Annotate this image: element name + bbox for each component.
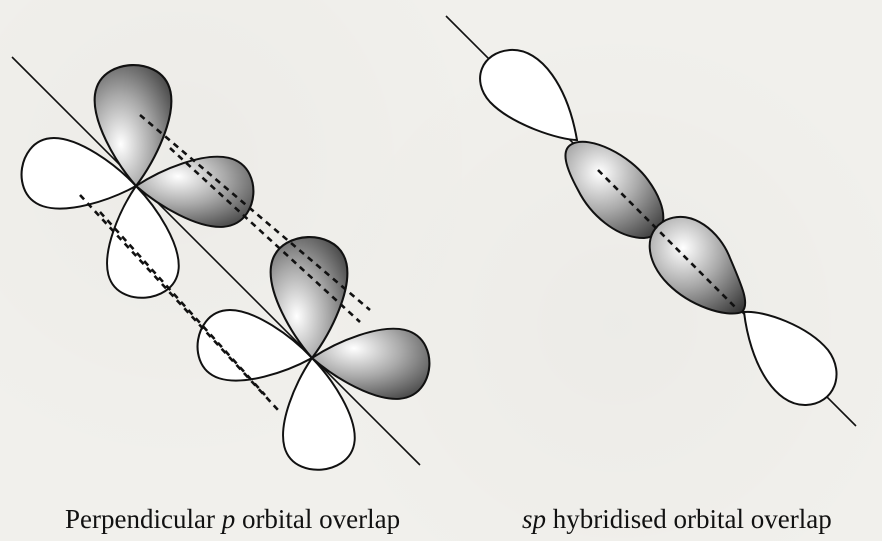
caption-right-after: hybridised orbital overlap — [546, 504, 832, 534]
dash-line-4 — [100, 212, 265, 395]
sp-outer-lobe-bottom — [744, 312, 837, 405]
caption-left-italic: p — [222, 504, 236, 534]
sp-outer-lobe-top — [480, 50, 577, 140]
caption-perpendicular-p: Perpendicular p orbital overlap — [65, 503, 400, 535]
caption-sp-hybridised: sp hybridised orbital overlap — [522, 503, 832, 535]
sp-shaded-lobe-upper — [565, 142, 663, 238]
sp-hybrid-overlap — [446, 16, 856, 426]
perpendicular-p-overlap — [12, 57, 432, 473]
caption-left-before: Perpendicular — [65, 504, 222, 534]
sp-shaded-lobe-lower — [650, 217, 746, 314]
internuclear-axis-left — [12, 57, 420, 465]
caption-left-after: orbital overlap — [235, 504, 400, 534]
caption-right-italic: sp — [522, 504, 546, 534]
